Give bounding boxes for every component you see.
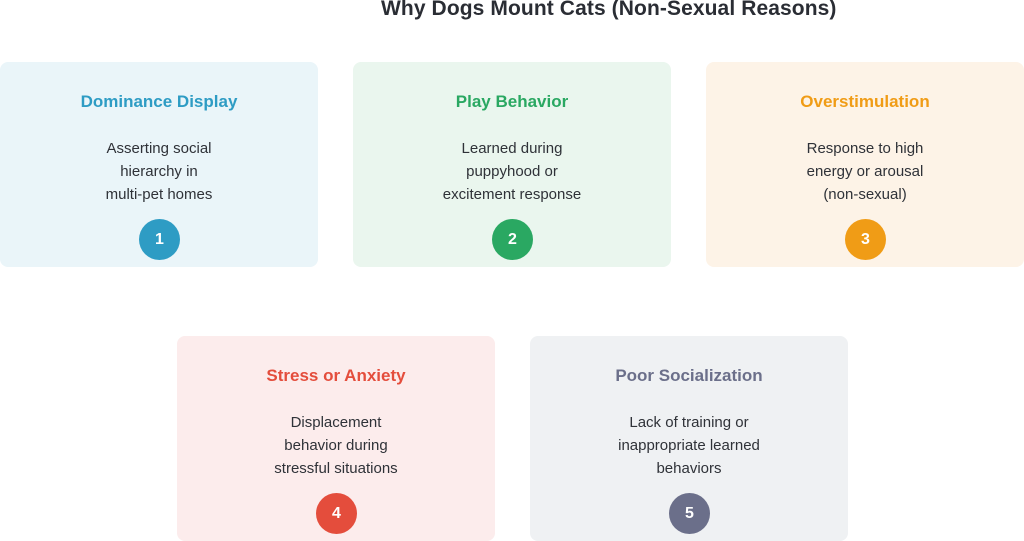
desc-line: Response to high bbox=[806, 140, 924, 157]
desc-line: energy or arousal bbox=[806, 163, 924, 180]
card-description: Learned during puppyhood or excitement r… bbox=[393, 137, 631, 206]
desc-line: excitement response bbox=[442, 186, 582, 203]
card-heading: Overstimulation bbox=[800, 92, 930, 111]
desc-line: inappropriate learned bbox=[618, 437, 760, 454]
number-badge: 5 bbox=[669, 493, 710, 534]
desc-line: behavior during bbox=[284, 437, 388, 454]
desc-line: (non-sexual) bbox=[823, 186, 907, 203]
desc-line: hierarchy in bbox=[120, 163, 198, 180]
card-heading: Play Behavior bbox=[455, 92, 569, 111]
desc-line: Displacement bbox=[290, 414, 382, 431]
card-heading: Poor Socialization bbox=[615, 366, 763, 385]
desc-line: behaviors bbox=[656, 460, 722, 477]
desc-line: puppyhood or bbox=[466, 163, 558, 180]
card-description: Response to high energy or arousal (non-… bbox=[746, 137, 984, 206]
card-heading: Dominance Display bbox=[80, 92, 238, 111]
reason-card-socialization: Poor Socialization Lack of training or i… bbox=[530, 336, 848, 541]
desc-line: Asserting social bbox=[106, 140, 212, 157]
card-description: Displacement behavior during stressful s… bbox=[217, 411, 455, 480]
desc-line: Learned during bbox=[461, 140, 563, 157]
reason-card-dominance: Dominance Display Asserting social hiera… bbox=[0, 62, 318, 267]
card-description: Asserting social hierarchy in multi-pet … bbox=[40, 137, 278, 206]
number-badge: 3 bbox=[845, 219, 886, 260]
desc-line: stressful situations bbox=[274, 460, 398, 477]
diagram-title: Why Dogs Mount Cats (Non-Sexual Reasons) bbox=[381, 0, 837, 20]
desc-line: Lack of training or bbox=[629, 414, 749, 431]
reason-card-overstimulation: Overstimulation Response to high energy … bbox=[706, 62, 1024, 267]
reason-card-play: Play Behavior Learned during puppyhood o… bbox=[353, 62, 671, 267]
number-badge: 2 bbox=[492, 219, 533, 260]
number-badge: 1 bbox=[139, 219, 180, 260]
desc-line: multi-pet homes bbox=[105, 186, 213, 203]
card-heading: Stress or Anxiety bbox=[266, 366, 406, 385]
number-badge: 4 bbox=[316, 493, 357, 534]
card-description: Lack of training or inappropriate learne… bbox=[570, 411, 808, 480]
reason-card-stress: Stress or Anxiety Displacement behavior … bbox=[177, 336, 495, 541]
